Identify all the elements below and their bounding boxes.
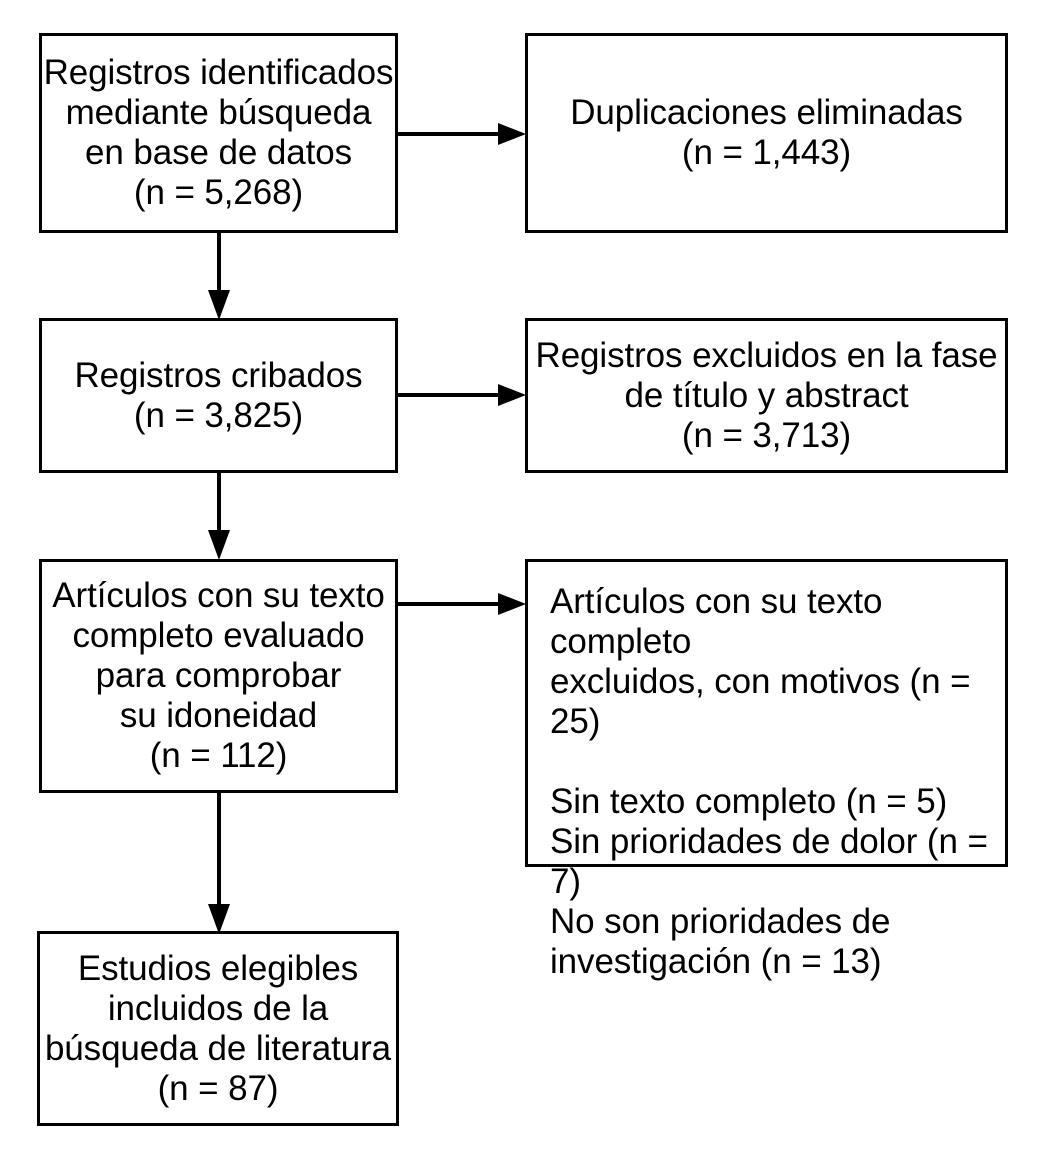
box-studies-included-label: Estudios elegibles incluidos de la búsqu…	[44, 948, 392, 1108]
box-records-identified: Registros identificados mediante búsqued…	[39, 33, 398, 233]
box-records-screened-label: Registros cribados (n = 3,825)	[74, 355, 363, 435]
box-records-excluded-title-abstract-label: Registros excluidos en la fase de título…	[535, 335, 998, 455]
box-records-screened: Registros cribados (n = 3,825)	[39, 318, 398, 473]
box-fulltext-excluded-with-reasons-label: Artículos con su texto completo excluido…	[550, 582, 988, 981]
box-records-identified-label: Registros identificados mediante búsqued…	[43, 53, 394, 212]
box-fulltext-assessed-label: Artículos con su texto completo evaluado…	[52, 576, 385, 775]
arrow-identified-to-screened	[208, 230, 230, 320]
arrow-screened-to-fulltext	[208, 470, 230, 560]
box-fulltext-assessed: Artículos con su texto completo evaluado…	[39, 559, 398, 793]
arrow-identified-to-duplicates	[395, 123, 526, 145]
box-fulltext-excluded-with-reasons: Artículos con su texto completo excluido…	[525, 559, 1008, 981]
box-records-excluded-title-abstract: Registros excluidos en la fase de título…	[525, 318, 1008, 473]
arrow-screened-to-excluded-title-abstract	[395, 384, 526, 406]
arrow-fulltext-to-included	[208, 790, 230, 934]
arrow-fulltext-to-fulltext-excluded	[395, 593, 526, 615]
box-duplicates-removed-label: Duplicaciones eliminadas (n = 1,443)	[570, 93, 963, 172]
box-studies-included: Estudios elegibles incluidos de la búsqu…	[37, 931, 399, 1126]
box-duplicates-removed: Duplicaciones eliminadas (n = 1,443)	[525, 33, 1008, 233]
